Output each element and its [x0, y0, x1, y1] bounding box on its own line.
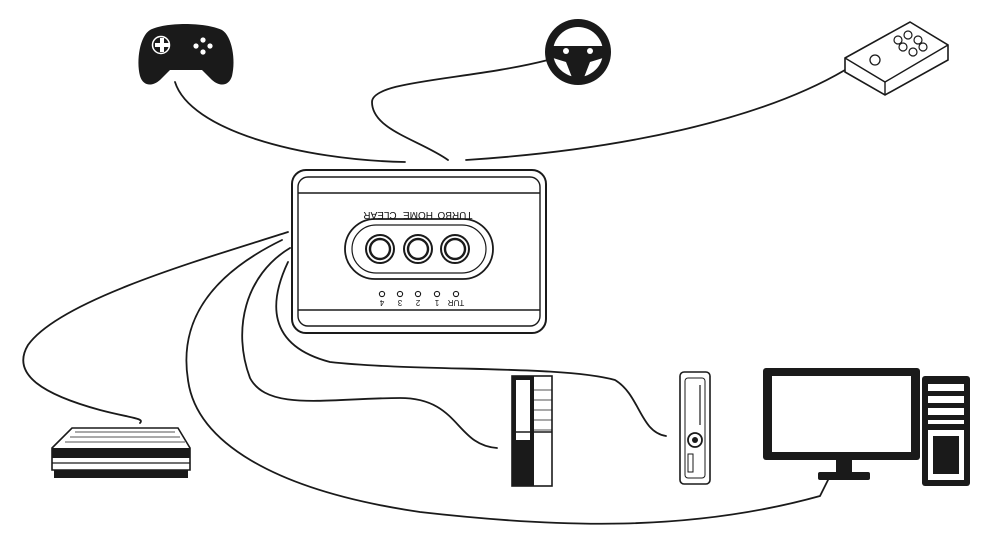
- led-1-label: 1: [434, 298, 439, 307]
- cable-ps3: [22, 231, 289, 424]
- gamepad-icon: [138, 24, 234, 85]
- cable-gamepad: [174, 81, 406, 163]
- adapter-hub: TURBO HOME CLEAR TUR 1 2 3: [291, 169, 547, 334]
- turbo-button[interactable]: TURBO: [437, 209, 473, 264]
- steering-wheel-icon: [545, 19, 611, 85]
- pc-monitor-icon: [763, 368, 920, 480]
- cable-arcade-stick: [465, 69, 846, 161]
- cable-xbox-360: [275, 261, 667, 437]
- cable-pc: [185, 239, 829, 525]
- led-1: 1: [433, 290, 441, 307]
- clear-label: CLEAR: [363, 209, 396, 220]
- led-2: 2: [414, 290, 422, 307]
- led-4-label: 4: [379, 298, 384, 307]
- cable-steering-wheel: [371, 59, 549, 161]
- led-3-label: 3: [397, 298, 402, 307]
- led-4: 4: [378, 290, 386, 307]
- home-label: HOME: [403, 209, 433, 220]
- led-turbo-label: TUR: [448, 298, 465, 307]
- cable-xbox-one: [241, 247, 498, 449]
- ps3-console-icon: [51, 427, 191, 478]
- pc-tower-icon: [922, 376, 970, 486]
- xbox-360-console-icon: [679, 371, 711, 485]
- xbox-one-console-icon: [511, 375, 553, 487]
- home-button[interactable]: HOME: [403, 209, 433, 264]
- clear-button[interactable]: CLEAR: [363, 209, 397, 264]
- cables: [22, 59, 846, 525]
- led-2-label: 2: [415, 298, 420, 307]
- led-3: 3: [396, 290, 404, 307]
- led-turbo: TUR: [448, 290, 465, 307]
- turbo-label: TURBO: [437, 209, 472, 220]
- arcade-stick-icon: [844, 21, 949, 96]
